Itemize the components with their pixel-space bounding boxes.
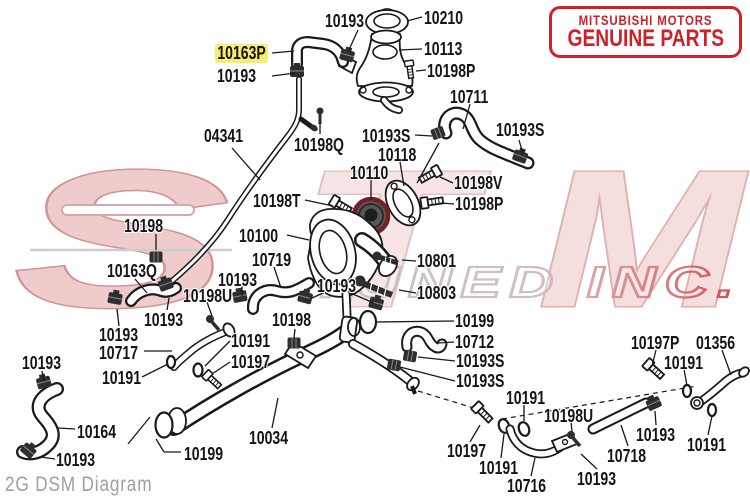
logo-line-1: MITSUBISHI MOTORS: [578, 11, 713, 28]
oring-10191-d-drawing: [517, 421, 531, 437]
bolt-10198-b-drawing: [287, 337, 301, 349]
bolt-10198-a-drawing: [149, 251, 163, 263]
bolt-10198Q-drawing: [316, 107, 324, 124]
hose-10718-drawing: [587, 397, 652, 435]
pipe-10034-drawing: [166, 315, 420, 436]
hose-10712-drawing: [401, 325, 448, 354]
clamp-10193-c: [231, 286, 249, 304]
pipe-04341-drawing: [163, 76, 318, 287]
sensor-10803-drawing: [354, 275, 394, 298]
mitsubishi-genuine-parts-logo: MITSUBISHI MOTORS GENUINE PARTS: [549, 6, 742, 58]
pipe-10717-drawing: [170, 322, 236, 371]
bolt-10197-a-drawing: [200, 368, 224, 392]
watermark-letter-m: M: [538, 130, 747, 348]
oring-10191-c-drawing: [681, 383, 693, 399]
hose-10163P-drawing: [291, 35, 349, 70]
bolt-10198U-a-drawing: [206, 315, 221, 332]
oring-10191-a-drawing: [192, 362, 204, 378]
bolt-10197P-drawing: [641, 357, 667, 382]
gasket-10118-drawing: [384, 179, 422, 227]
pipe-collar-ring: [347, 317, 361, 337]
hose-10719-drawing: [247, 277, 315, 315]
filler-neck-drawing: [337, 8, 414, 114]
oring-10191-e-drawing: [706, 402, 718, 418]
bolt-10198U-b-drawing: [567, 431, 582, 448]
oring-10199-a-drawing: [358, 309, 378, 335]
watermark-tuned-inc: TUNED INC.: [310, 258, 742, 307]
oring-10191-b-drawing: [165, 354, 177, 370]
leader-lines: [40, 16, 732, 477]
sensor-10801-drawing: [372, 251, 399, 266]
logo-line-2: GENUINE PARTS: [567, 25, 724, 53]
pipe-10716-drawing: [505, 424, 579, 459]
oring-10199-b-drawing: [154, 411, 174, 439]
clamp-10193S-c: [402, 348, 418, 364]
watermark-letter-s: S: [14, 130, 229, 348]
bolt-10197-b-drawing: [470, 400, 496, 426]
watermark-bar: [61, 204, 195, 216]
assembly-axis-lines: [417, 385, 698, 420]
pipe-01356-drawing: [690, 366, 750, 410]
stm-watermark: S T M TUNED INC.: [13, 129, 749, 350]
clamp-10193S-d: [386, 357, 402, 373]
diagram-caption: 2G DSM Diagram: [5, 473, 153, 496]
